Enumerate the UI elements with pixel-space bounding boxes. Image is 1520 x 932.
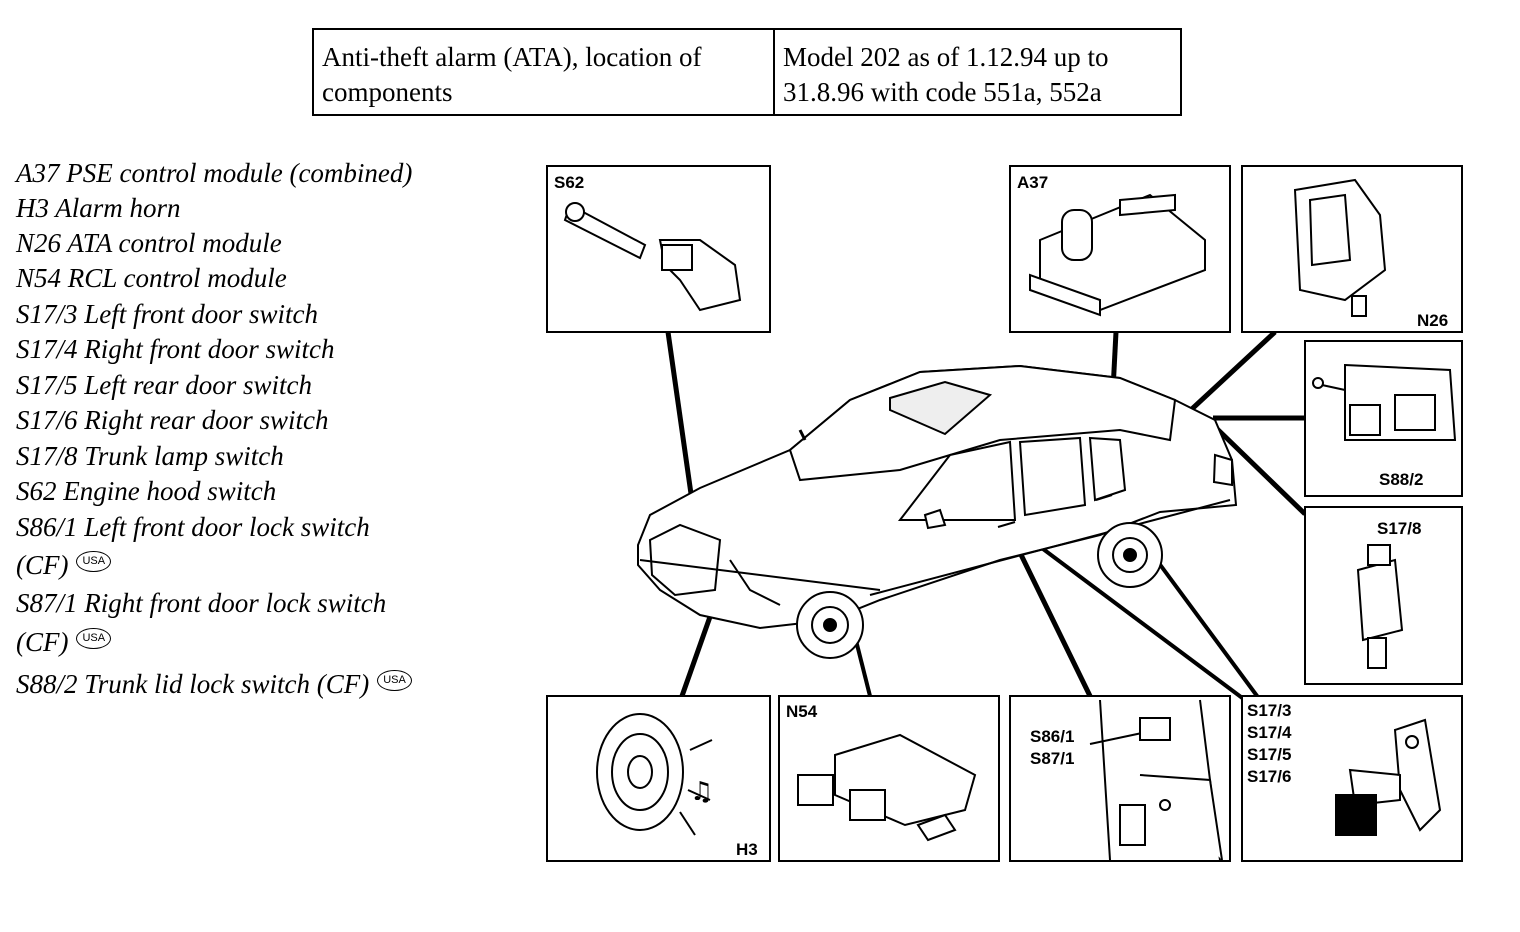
legend-item: S86/1 Left front door lock switch <box>16 512 370 542</box>
a37-label: A37 <box>1017 173 1048 192</box>
s17-6-label: S17/6 <box>1247 767 1291 786</box>
usa-badge: USA <box>76 628 112 649</box>
usa-badge: USA <box>76 551 112 572</box>
legend-item: S88/2 Trunk lid lock switch (CF)USA <box>16 667 412 701</box>
legend-item: S17/8 Trunk lamp switch <box>16 441 284 471</box>
legend-item: S17/3 Left front door switch <box>16 299 319 329</box>
s17-8-trunk-lamp-switch-box: S17/8 <box>1304 506 1463 685</box>
s17-door-switches-box: S17/3 S17/4 S17/5 S17/6 <box>1241 695 1463 862</box>
n54-rcl-control-module-box: N54 <box>778 695 1000 862</box>
h3-label: H3 <box>736 840 758 859</box>
s17-4-label: S17/4 <box>1247 723 1292 742</box>
s17-8-label: S17/8 <box>1377 519 1421 538</box>
s17-3-label: S17/3 <box>1247 701 1291 720</box>
n26-label: N26 <box>1417 311 1448 330</box>
legend-item: S62 Engine hood switch <box>16 476 277 506</box>
s62-label: S62 <box>554 173 584 192</box>
s62-engine-hood-switch-box: S62 <box>546 165 771 333</box>
car-illustration <box>637 364 1238 659</box>
legend-item: H3 Alarm horn <box>16 193 181 223</box>
s86-1-s87-1-door-lock-switch-box: S86/1 S87/1 <box>1009 695 1231 862</box>
rcl-module-icon <box>797 733 977 842</box>
n26-ata-control-module-box: N26 <box>1241 165 1463 333</box>
header-title: Anti-theft alarm (ATA), location of comp… <box>314 30 775 114</box>
alarm-horn-icon: ♫ <box>596 713 713 836</box>
ata-module-icon <box>1293 178 1387 317</box>
s86-1-label: S86/1 <box>1030 727 1074 746</box>
door-switch-icon <box>1335 718 1442 836</box>
s88-2-label: S88/2 <box>1379 470 1423 489</box>
trunk-lamp-switch-icon <box>1356 544 1404 669</box>
legend-item: S17/5 Left rear door switch <box>16 370 313 400</box>
door-lock-switch-icon <box>1089 699 1223 861</box>
legend-item: N54 RCL control module <box>16 263 287 293</box>
legend-item: (CF)USA <box>16 548 112 582</box>
header-model-info: Model 202 as of 1.12.94 up to 31.8.96 wi… <box>783 42 1109 107</box>
legend-item: S87/1 Right front door lock switch <box>16 588 387 618</box>
legend-item: (CF)USA <box>16 625 112 659</box>
n54-label: N54 <box>786 702 818 721</box>
trunk-lock-icon <box>1312 363 1457 441</box>
s87-1-label: S87/1 <box>1030 749 1074 768</box>
legend-item: N26 ATA control module <box>16 228 282 258</box>
hood-switch-icon <box>563 202 742 312</box>
s17-5-label: S17/5 <box>1247 745 1291 764</box>
legend-item: S17/4 Right front door switch <box>16 334 335 364</box>
a37-pse-control-module-box: A37 <box>1009 165 1231 333</box>
pse-module-icon <box>1029 193 1206 317</box>
h3-alarm-horn-box: H3 ♫ <box>546 695 771 862</box>
s88-2-trunk-lid-lock-switch-box: S88/2 <box>1304 340 1463 497</box>
usa-badge: USA <box>377 670 412 691</box>
legend-item: S17/6 Right rear door switch <box>16 405 329 435</box>
svg-text:♫: ♫ <box>690 777 713 807</box>
legend-item: A37 PSE control module (combined) <box>16 158 413 188</box>
header-table: Anti-theft alarm (ATA), location of comp… <box>312 28 1182 116</box>
